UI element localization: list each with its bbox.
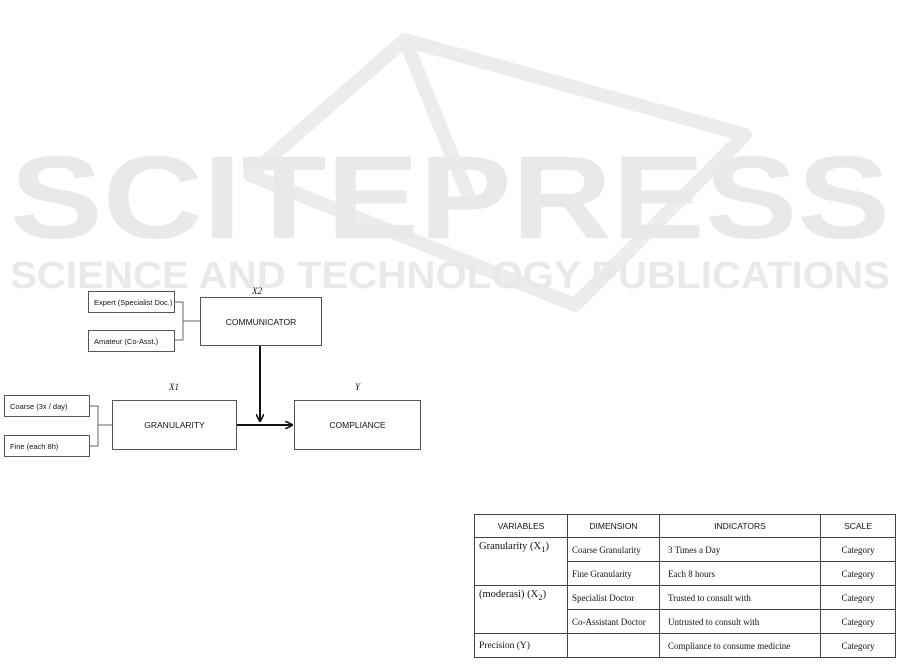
variable-cell: Granularity (X1)	[474, 537, 568, 586]
variable-text: Granularity (X	[479, 541, 542, 552]
header-dimension: DIMENSION	[567, 514, 660, 538]
expert-box: Expert (Specialist Doc.)	[88, 291, 175, 313]
y-label: Y	[355, 382, 361, 392]
dimension-cell	[567, 633, 660, 658]
variable-text-end: )	[545, 541, 549, 552]
dimension-cell: Co-Assistant Doctor	[567, 609, 660, 634]
header-variables: VARIABLES	[474, 514, 568, 538]
scale-cell: Category	[820, 537, 896, 562]
table-row: Precision (Y) Compliance to consume medi…	[474, 633, 896, 658]
x1-label: X1	[169, 382, 179, 392]
indicator-cell: Trusted to consult with	[659, 585, 821, 610]
dimension-cell: Fine Granularity	[567, 561, 660, 586]
scale-cell: Category	[820, 585, 896, 610]
granularity-box: GRANULARITY	[112, 400, 237, 450]
communicator-box: COMMUNICATOR	[200, 297, 322, 346]
x1-bracket-line	[90, 405, 112, 447]
scale-cell: Category	[820, 561, 896, 586]
variable-text: (moderasi) (X	[479, 589, 539, 600]
dimension-cell: Specialist Doctor	[567, 585, 660, 610]
variable-cell: (moderasi) (X2)	[474, 585, 568, 634]
x2-label: X2	[252, 286, 262, 296]
book-logo-icon	[243, 33, 752, 312]
scale-cell: Category	[820, 609, 896, 634]
header-indicators: INDICATORS	[659, 514, 821, 538]
variable-text-end: )	[542, 589, 547, 600]
amateur-box: Amateur (Co-Asst.)	[88, 330, 175, 352]
watermark-main-text: SCITEPRESS	[10, 132, 890, 264]
fine-box: Fine (each 8h)	[4, 435, 90, 457]
compliance-box: COMPLIANCE	[294, 400, 421, 450]
variable-cell: Precision (Y)	[474, 633, 568, 658]
indicator-cell: Each 8 hours	[659, 561, 821, 586]
indicator-cell: Compliance to consume medicine	[659, 633, 821, 658]
dimension-cell: Coarse Granularity	[567, 537, 660, 562]
header-scale: SCALE	[820, 514, 896, 538]
indicator-cell: Untrusted to consult with	[659, 609, 821, 634]
coarse-box: Coarse (3x / day)	[4, 395, 90, 417]
scale-cell: Category	[820, 633, 896, 658]
table-header-row: VARIABLES DIMENSION INDICATORS SCALE	[474, 514, 896, 538]
variable-subscript: 1	[541, 544, 546, 555]
x2-bracket-line	[175, 301, 200, 341]
indicator-cell: 3 Times a Day	[659, 537, 821, 562]
table-row: Granularity (X1) Coarse Granularity 3 Ti…	[474, 537, 896, 586]
variables-table: VARIABLES DIMENSION INDICATORS SCALE Gra…	[474, 514, 896, 658]
variable-subscript: 2	[538, 592, 543, 603]
table-row: (moderasi) (X2) Specialist Doctor Truste…	[474, 585, 896, 634]
